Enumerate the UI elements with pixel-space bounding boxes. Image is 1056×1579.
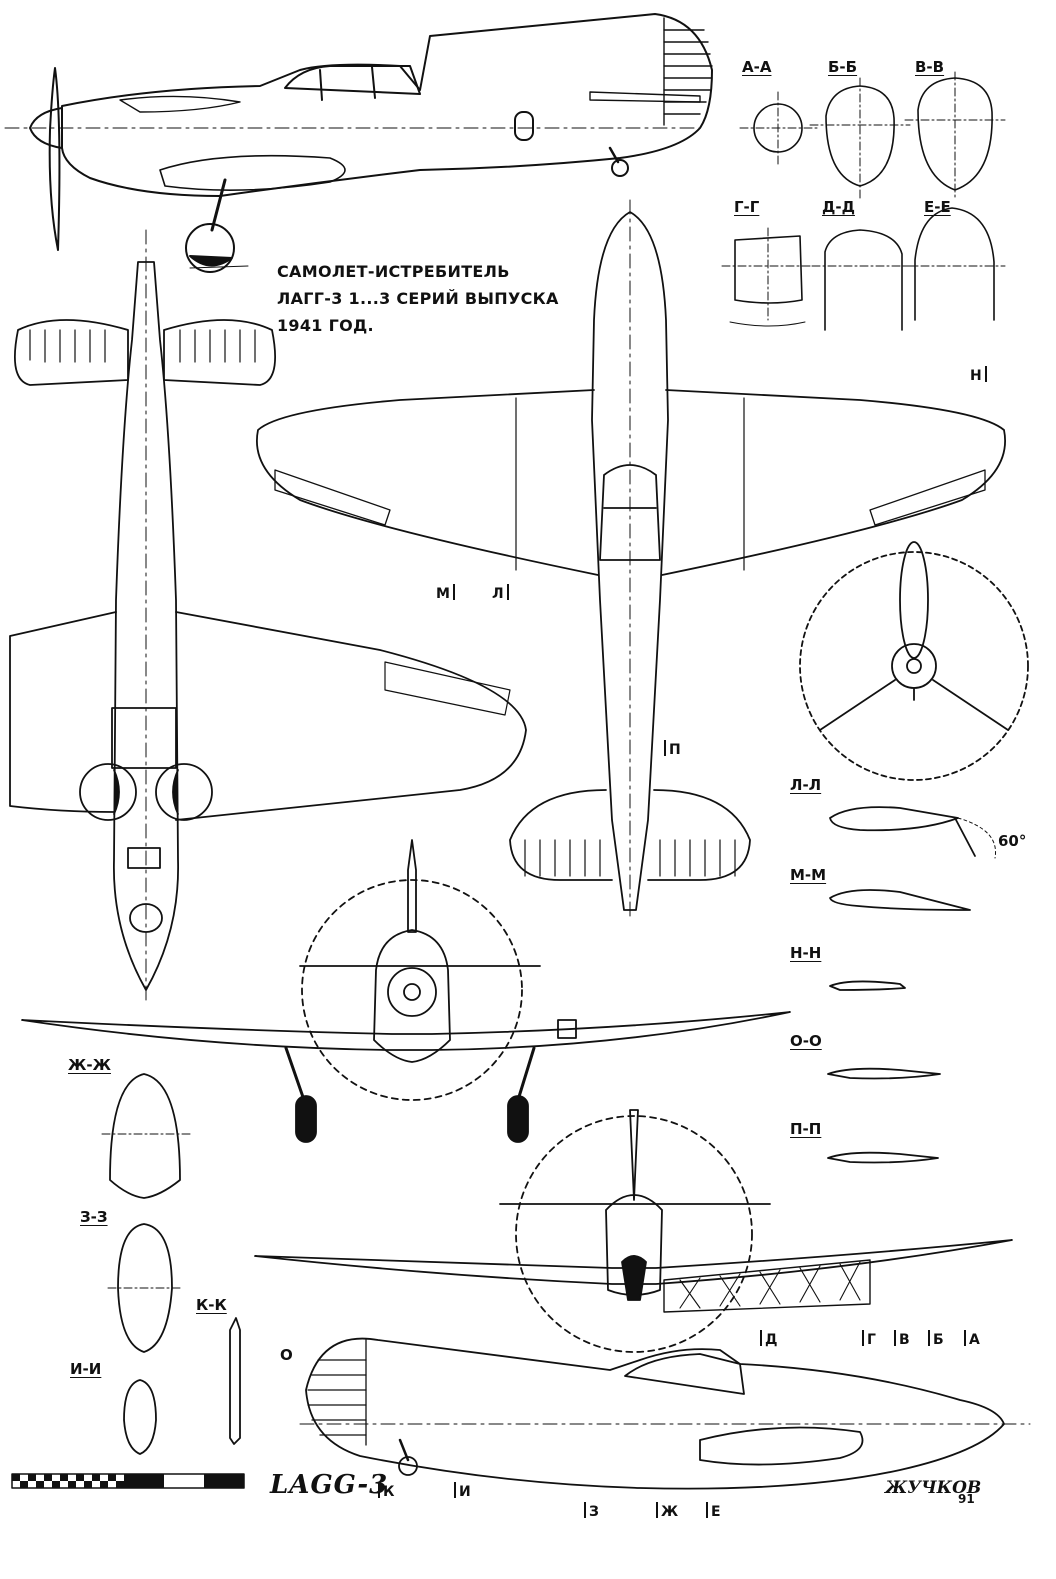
section-label-d: Д-Д [822,198,855,216]
section-label-o: О-О [790,1032,822,1050]
title-line-3: 1941 ГОД. [277,316,374,335]
signature-year: 91 [958,1492,975,1506]
title-line-1: САМОЛЕТ-ИСТРЕБИТЕЛЬ [277,262,510,281]
cut-mark-p: П [664,740,681,758]
section-label-g: Г-Г [734,198,760,216]
flap-angle-label: 60° [998,832,1027,850]
fuselage-sections-top [721,71,1006,331]
cut-mark-n: Н [970,366,987,384]
section-label-k: К-К [196,1296,227,1314]
cut-mark-a: А [964,1330,980,1348]
cut-mark-g: Г [862,1330,876,1348]
drawing-title: САМОЛЕТ-ИСТРЕБИТЕЛЬ ЛАГГ-3 1...3 СЕРИЙ В… [277,258,559,339]
title-line-2: ЛАГГ-3 1...3 СЕРИЙ ВЫПУСКА [277,289,559,308]
plan-view-underside [9,229,527,1001]
misc-sections [101,1073,241,1455]
side-view-top [4,13,713,273]
section-label-v: В-В [915,58,945,76]
section-label-b: Б-Б [828,58,858,76]
wing-sections [827,806,997,1164]
cut-mark-e: Е [706,1502,721,1520]
section-label-m: М-М [790,866,827,884]
author-signature: ЖУЧКОВ [885,1478,982,1498]
plan-view-top [256,199,1006,921]
section-label-a: А-А [742,58,772,76]
section-label-n: Н-Н [790,944,822,962]
cut-mark-z: З [584,1502,599,1520]
section-label-z: З-З [80,1208,108,1226]
section-label-e: Е-Е [924,198,951,216]
scale-bar [11,1473,245,1489]
cut-mark-zh: Ж [656,1502,678,1520]
side-view-bottom [299,1337,1031,1490]
rear-view [254,1109,1013,1353]
cut-mark-m: М [436,584,455,602]
cut-mark-k: К [378,1482,394,1500]
front-view [21,839,791,1143]
cut-mark-o: О [280,1346,293,1364]
section-label-p: П-П [790,1120,822,1138]
cut-mark-b: Б [928,1330,944,1348]
propeller-front [799,541,1029,781]
section-label-l: Л-Л [790,776,822,794]
section-label-i: И-И [70,1360,102,1378]
cut-mark-l: Л [492,584,509,602]
aircraft-name-logo: LAGG-3 [270,1470,389,1500]
cut-mark-v: В [894,1330,910,1348]
cut-mark-d: Д [760,1330,777,1348]
section-label-zh: Ж-Ж [68,1056,111,1074]
cut-mark-i: И [454,1482,471,1500]
